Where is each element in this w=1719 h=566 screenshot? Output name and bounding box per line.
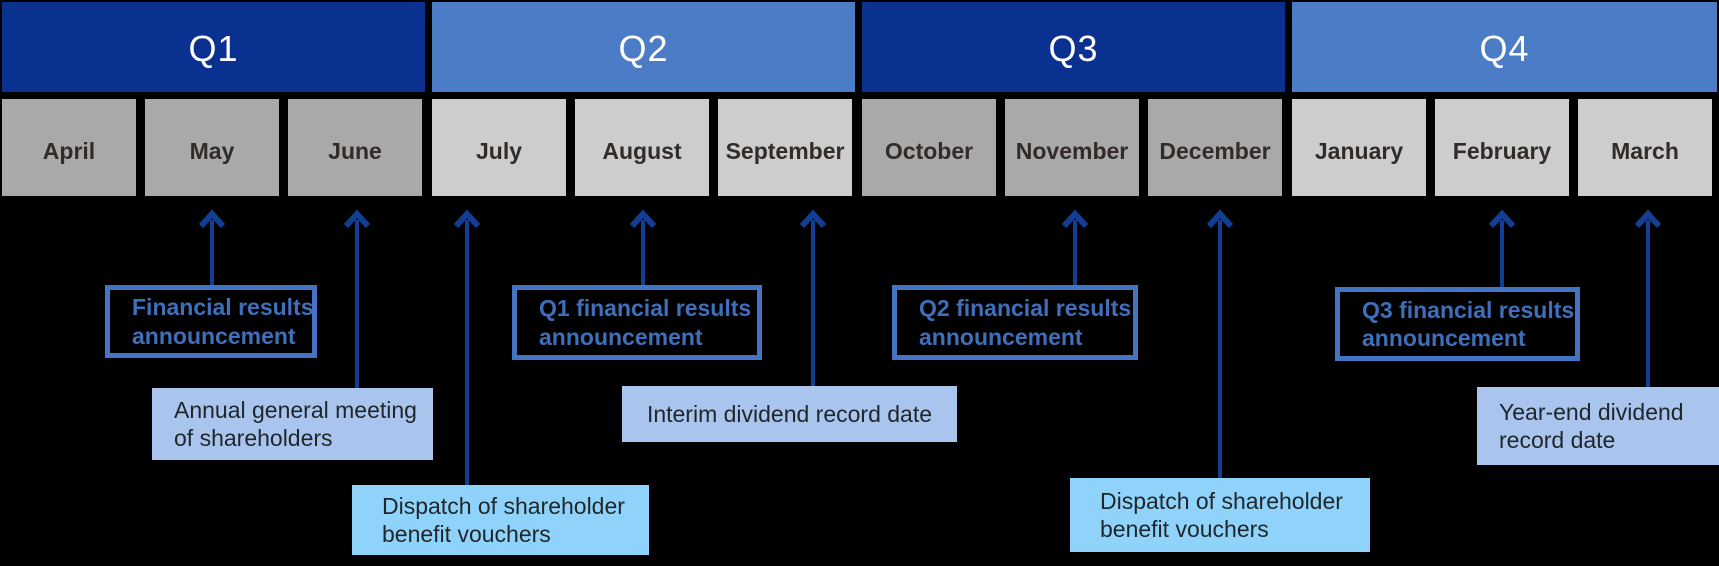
month-label: April (42, 138, 96, 164)
event-label-line: announcement (539, 323, 703, 350)
event-label-line: Q3 financial results (1362, 296, 1575, 323)
quarter-header-q2: Q2 (432, 2, 855, 92)
event-label-line: Q1 financial results (539, 295, 752, 322)
quarter-label: Q4 (1479, 28, 1530, 69)
event-label-line: Dispatch of shareholder (382, 492, 625, 519)
month-cell-december: December (1148, 99, 1282, 196)
month-cell-may: May (145, 99, 279, 196)
month-label: May (189, 138, 235, 164)
month-label: February (1452, 138, 1552, 164)
arrow-to-november (1061, 209, 1089, 289)
month-label: September (725, 138, 845, 164)
arrow-to-may (198, 209, 226, 289)
event-label-line: announcement (1362, 325, 1526, 351)
event-label-line: benefit vouchers (1100, 516, 1269, 542)
arrow-to-june (343, 209, 371, 392)
month-cell-march: March (1578, 99, 1712, 196)
month-cell-october: October (862, 99, 996, 196)
quarter-label: Q3 (1048, 28, 1099, 69)
quarter-header-q1: Q1 (2, 2, 425, 92)
event-label-line: of shareholders (174, 425, 333, 451)
month-label: June (328, 138, 382, 164)
arrow-to-march (1634, 209, 1662, 391)
event-label-line: Q2 financial results (919, 295, 1132, 322)
month-cell-august: August (575, 99, 709, 196)
month-cell-february: February (1435, 99, 1569, 196)
arrow-to-december (1206, 209, 1234, 482)
month-label: December (1159, 138, 1271, 164)
event-label-line: announcement (919, 323, 1083, 350)
month-label: November (1015, 138, 1129, 164)
month-label: March (1611, 138, 1679, 164)
month-cell-november: November (1005, 99, 1139, 196)
quarter-label: Q1 (188, 28, 239, 69)
month-label: August (602, 138, 682, 164)
month-cell-july: July (432, 99, 566, 196)
month-cell-january: January (1292, 99, 1426, 196)
event-label-line: Year-end dividend (1499, 398, 1684, 425)
event-label-line: benefit vouchers (382, 521, 551, 547)
arrow-to-february (1488, 209, 1516, 291)
month-label: July (475, 138, 523, 164)
event-label-line: announcement (132, 322, 296, 349)
month-label: October (884, 138, 974, 164)
event-interim-dividend-record-date: Interim dividend record date (622, 386, 957, 442)
month-cell-september: September (718, 99, 852, 196)
quarter-header-q3: Q3 (862, 2, 1285, 92)
event-label-line: Interim dividend record date (646, 400, 933, 427)
event-label-line: Annual general meeting (174, 396, 417, 423)
event-label-line: Financial results (132, 294, 314, 321)
arrow-to-september (799, 209, 827, 390)
quarter-label: Q2 (618, 28, 669, 69)
arrow-to-august (629, 209, 657, 289)
month-cell-april: April (2, 99, 136, 196)
event-label-line: Dispatch of shareholder (1100, 487, 1343, 514)
event-label-line: record date (1499, 427, 1616, 453)
month-cell-june: June (288, 99, 422, 196)
month-label: January (1314, 138, 1404, 164)
quarter-header-q4: Q4 (1292, 2, 1717, 92)
arrow-to-july (453, 209, 481, 489)
